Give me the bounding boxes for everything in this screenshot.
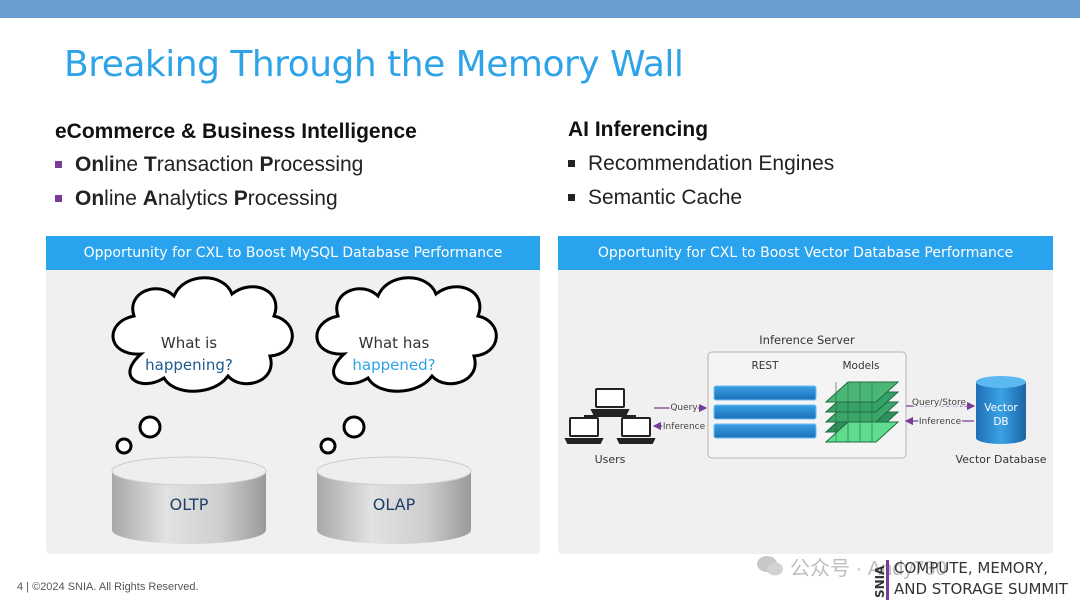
vector-db-line1: Vector — [984, 402, 1018, 414]
wechat-icon — [757, 556, 783, 576]
slide-title: Breaking Through the Memory Wall — [64, 44, 684, 85]
vector-diagram: Inference Server REST Models — [564, 333, 1047, 466]
footer-copyright: 4 | ©2024 SNIA. All Rights Reserved. — [17, 581, 199, 593]
users-computers-icon — [564, 388, 656, 444]
vector-panel: Opportunity for CXL to Boost Vector Data… — [558, 236, 1053, 554]
bullet-marker — [55, 161, 62, 168]
watermark-text: 公众号 · Andy730 — [790, 558, 947, 580]
cloud-oltp-line1: What is — [161, 334, 217, 352]
bullet-marker — [55, 195, 62, 202]
mysql-diagram: What is happening? What has happened? OL… — [111, 276, 498, 544]
query-label: Query — [670, 403, 698, 413]
left-bullet-olap: Online Analytics Processing — [55, 182, 363, 216]
right-bullet-semantic-cache: Semantic Cache — [568, 181, 834, 215]
right-bullet-text: Semantic Cache — [588, 186, 743, 209]
models-grid-icon — [824, 381, 900, 443]
snia-logo-mark: SNIA — [873, 560, 889, 600]
cloud-olap-line2: happened? — [352, 356, 435, 374]
db-inference-label: Inference — [919, 417, 962, 427]
vector-db-line2: DB — [993, 416, 1008, 428]
snia-logo-text: SNIA — [873, 565, 887, 598]
right-bullet-list: Recommendation Engines Semantic Cache — [568, 147, 834, 215]
rest-label: REST — [751, 360, 779, 372]
left-bullet-text: Online Transaction Processing — [75, 153, 364, 176]
right-bullet-recommendation: Recommendation Engines — [568, 147, 834, 181]
left-bullet-oltp: Online Transaction Processing — [55, 148, 363, 182]
left-heading: eCommerce & Business Intelligence — [55, 120, 417, 143]
thought-cloud-olap: What has happened? — [315, 276, 498, 455]
vector-panel-header: Opportunity for CXL to Boost Vector Data… — [558, 236, 1053, 270]
inference-server-title: Inference Server — [759, 333, 855, 347]
mysql-panel: Opportunity for CXL to Boost MySQL Datab… — [46, 236, 540, 554]
mysql-panel-header: Opportunity for CXL to Boost MySQL Datab… — [46, 236, 540, 270]
inference-label: Inference — [663, 422, 706, 432]
top-accent-bar — [0, 0, 1080, 18]
right-heading: AI Inferencing — [568, 118, 709, 141]
bullet-marker — [568, 160, 575, 167]
snia-summit-logo: SNIA COMPUTE, MEMORY, AND STORAGE SUMMIT — [872, 556, 1072, 602]
thought-cloud-oltp: What is happening? — [111, 276, 294, 455]
cloud-olap-line1: What has — [359, 334, 430, 352]
wechat-watermark: 公众号 · Andy730 — [757, 552, 947, 581]
users-label: Users — [595, 453, 626, 466]
oltp-database-cylinder: OLTP — [111, 456, 267, 544]
cloud-oltp-line2: happening? — [145, 356, 233, 374]
rest-stack-icon — [713, 385, 817, 439]
models-label: Models — [843, 360, 880, 372]
logo-line1: COMPUTE, MEMORY, — [894, 559, 1048, 577]
left-bullet-text: Online Analytics Processing — [75, 187, 338, 210]
olap-database-cylinder: OLAP — [316, 456, 472, 544]
left-bullet-list: Online Transaction Processing Online Ana… — [55, 148, 363, 216]
vector-database-caption: Vector Database — [955, 453, 1046, 466]
oltp-label: OLTP — [170, 495, 209, 514]
vector-db-cylinder: Vector DB — [976, 376, 1026, 444]
olap-label: OLAP — [373, 495, 416, 514]
right-bullet-text: Recommendation Engines — [588, 152, 835, 175]
logo-line2: AND STORAGE SUMMIT — [894, 580, 1068, 598]
query-store-label: Query/Store — [912, 398, 967, 408]
bullet-marker — [568, 194, 575, 201]
